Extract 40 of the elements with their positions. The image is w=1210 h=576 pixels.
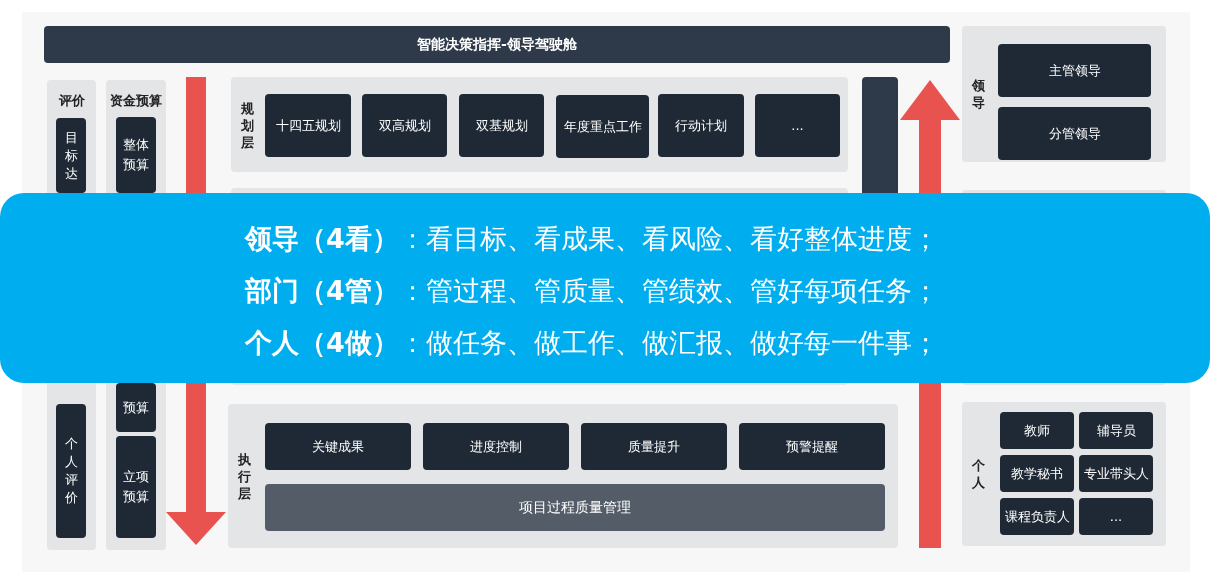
- item-box: 专业带头人: [1079, 455, 1153, 492]
- panel-label: 规划层: [240, 99, 254, 150]
- item-box: 教学秘书: [1000, 455, 1074, 492]
- item-box: 双高规划: [362, 94, 447, 157]
- layer-panel: [962, 26, 1166, 162]
- item-box: ...: [1079, 498, 1153, 535]
- panel-label: 领导: [971, 77, 985, 111]
- panel-label: 评价: [57, 92, 86, 109]
- item-box: 进度控制: [423, 423, 569, 470]
- item-box: 项目过程质量管理: [265, 484, 885, 531]
- item-box: 双基规划: [459, 94, 544, 157]
- layer-panel: [962, 402, 1166, 546]
- item-box: 关键成果: [265, 423, 411, 470]
- item-box: 质量提升: [581, 423, 727, 470]
- item-box: 预算: [116, 383, 156, 432]
- banner: [0, 193, 1210, 383]
- panel-label: 资金预算: [109, 92, 163, 109]
- item-box: 立项预算: [116, 436, 156, 538]
- item-box: 教师: [1000, 412, 1074, 449]
- layer-panel: [228, 404, 898, 548]
- layer-panel: [231, 77, 848, 172]
- panel-label: 个人: [971, 457, 985, 491]
- banner-line: 领导（4看）：看目标、看成果、看风险、看好整体进度；: [245, 222, 939, 256]
- item-box: 预警提醒: [739, 423, 885, 470]
- item-box: 个人评价: [56, 404, 86, 538]
- item-box: 目标达: [56, 118, 86, 193]
- banner-line: 部门（4管）：管过程、管质量、管绩效、管好每项任务；: [245, 274, 939, 308]
- item-box: 年度重点工作: [556, 95, 649, 158]
- item-box: 行动计划: [658, 94, 744, 157]
- item-box: 课程负责人: [1000, 498, 1074, 535]
- item-box: 分管领导: [998, 107, 1151, 160]
- item-box: 十四五规划: [265, 94, 351, 157]
- item-box: 辅导员: [1079, 412, 1153, 449]
- vertical-bar: [862, 77, 898, 193]
- title-bar: 智能决策指挥-领导驾驶舱: [44, 26, 950, 63]
- item-box: 主管领导: [998, 44, 1151, 97]
- item-box: 整体预算: [116, 117, 156, 193]
- item-box: ...: [755, 94, 840, 157]
- panel-label: 执行层: [237, 450, 251, 502]
- banner-line: 个人（4做）：做任务、做工作、做汇报、做好每一件事；: [245, 326, 939, 360]
